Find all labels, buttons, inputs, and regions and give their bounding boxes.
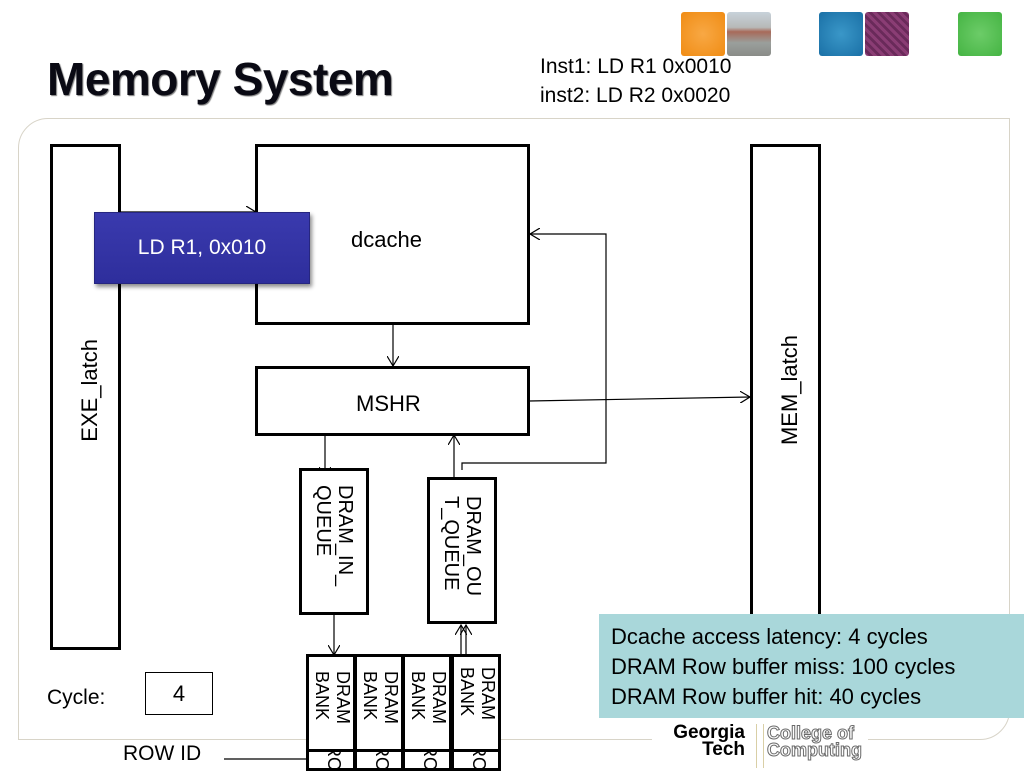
mshr-to-memlatch-arrow [528, 397, 750, 401]
in-flight-instruction: LD R1, 0x010 [94, 212, 310, 284]
dram-out-queue: DRAM_OU T_QUEUE [427, 477, 497, 624]
cycle-counter: 4 [145, 672, 213, 715]
dram-bank-1: DRAM BANK [306, 654, 356, 752]
dram-bank-label: DRAM BANK [312, 671, 353, 724]
dram-bank-4: DRAM BANK [451, 654, 501, 752]
dram-bank-2: DRAM BANK [354, 654, 404, 752]
orange-tile [681, 12, 725, 56]
circuit-photo-tile [865, 12, 909, 56]
mshr-box: MSHR [255, 366, 530, 436]
dram-bank-3: DRAM BANK [402, 654, 452, 752]
exe-latch-label: EXE_latch [77, 339, 102, 442]
row-hit-latency: DRAM Row buffer hit: 40 cycles [611, 684, 922, 709]
logo-college-of: College of [767, 723, 855, 743]
latency-note: Dcache access latency: 4 cycles DRAM Row… [599, 614, 1024, 718]
fill-to-dcache-arrow [461, 234, 607, 470]
blue-tile [819, 12, 863, 56]
dram-bank-label: DRAM BANK [408, 671, 449, 724]
mem-latch: MEM_latch [750, 144, 821, 650]
green-tile [958, 12, 1002, 56]
slide-title: Memory System [47, 53, 394, 105]
logo-computing: Computing [767, 740, 863, 760]
row-id-label: ROW ID [123, 742, 202, 765]
campus-photo-tile [727, 12, 771, 56]
mshr-label: MSHR [356, 391, 421, 416]
dcache-label: dcache [351, 227, 422, 252]
dram-in-queue: DRAM_IN_ QUEUE [299, 468, 369, 615]
logo-tower-icon [756, 724, 764, 768]
instruction-2: inst2: LD R2 0x0020 [540, 84, 731, 107]
dram-bank-label: DRAM BANK [457, 667, 498, 720]
row-miss-latency: DRAM Row buffer miss: 100 cycles [611, 654, 956, 679]
row-buffer-4: ROW [451, 749, 501, 771]
dcache-latency: Dcache access latency: 4 cycles [611, 624, 928, 649]
row-buffer-label: ROW [469, 749, 489, 771]
content-frame [18, 118, 1010, 740]
row-buffer-label: ROW [372, 749, 392, 771]
dram-in-queue-label: DRAM_IN_ QUEUE [312, 485, 356, 587]
logo-tech: Tech [702, 739, 745, 760]
mem-latch-label: MEM_latch [777, 335, 802, 446]
logo-georgia: Georgia [673, 722, 745, 743]
instruction-1: Inst1: LD R1 0x0010 [540, 55, 732, 78]
row-buffer-label: ROW [420, 749, 440, 771]
georgia-tech-logo: Georgia Tech [652, 722, 767, 768]
college-of-computing-logo: College of Computing [767, 723, 868, 760]
cycle-label: Cycle: [47, 686, 106, 709]
row-buffer-label: ROW [324, 749, 344, 771]
dram-out-queue-label: DRAM_OU T_QUEUE [440, 496, 484, 597]
dram-bank-label: DRAM BANK [360, 671, 401, 724]
